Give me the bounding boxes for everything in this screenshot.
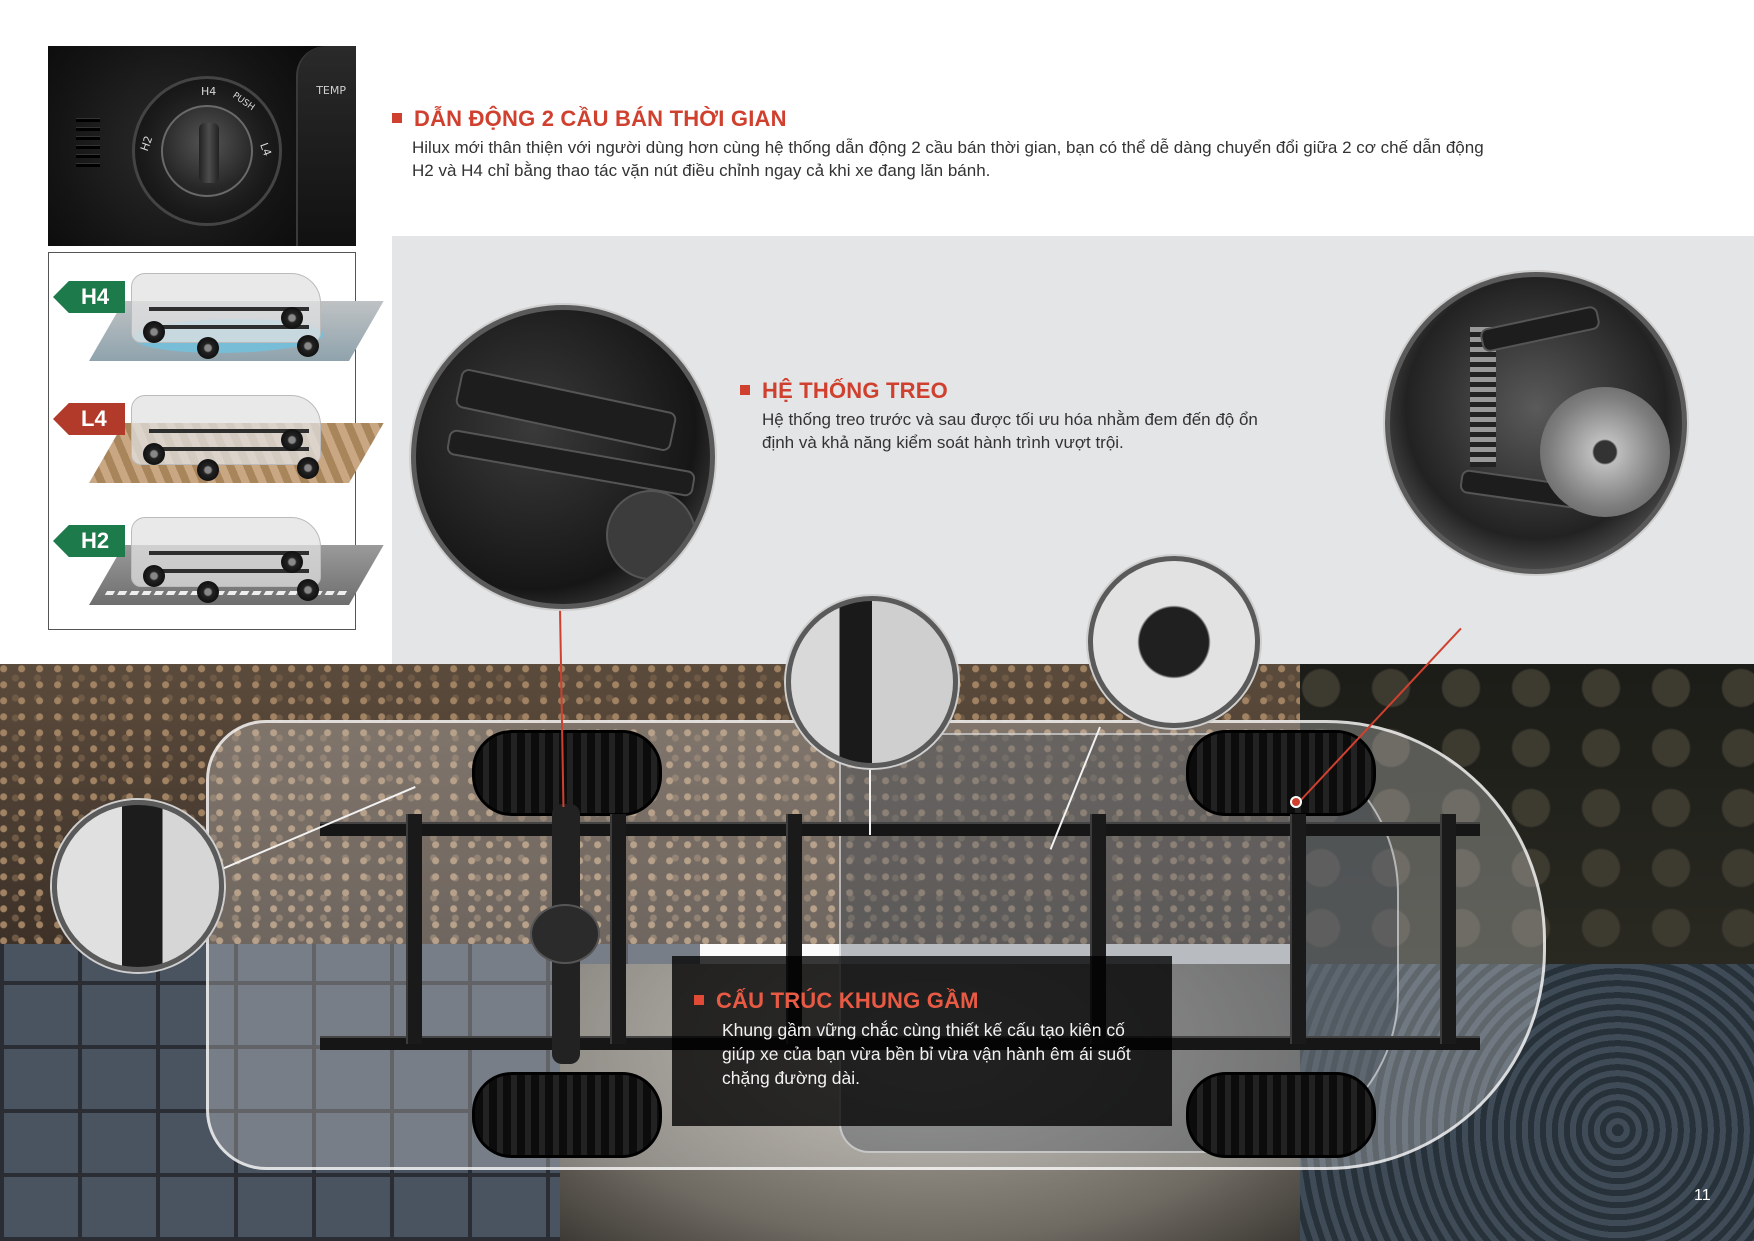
cross-member xyxy=(1440,814,1456,1044)
brake-disc xyxy=(1540,387,1670,517)
mode-tag-h4: H4 xyxy=(53,281,125,313)
rear-suspension-detail xyxy=(411,305,715,609)
chassis-illustration xyxy=(149,307,309,329)
frame-section-title: CẤU TRÚC KHUNG GẦM xyxy=(694,988,979,1014)
rear-right-tire xyxy=(472,1072,662,1158)
cross-member xyxy=(1290,814,1306,1044)
front-frame-detail xyxy=(1088,556,1260,728)
wheel-icon xyxy=(143,565,165,587)
chassis-illustration xyxy=(149,429,309,451)
suspension-section-description: Hệ thống treo trước và sau được tối ưu h… xyxy=(762,410,1258,452)
drive-mode-h2: H2 xyxy=(49,501,384,611)
rear-left-tire xyxy=(472,730,662,816)
vent-grille xyxy=(76,118,100,172)
suspension-section-title: HỆ THỐNG TREO xyxy=(740,378,948,404)
page-number: 11 xyxy=(1694,1187,1711,1204)
wheel-icon xyxy=(197,337,219,359)
mode-tag-l4: L4 xyxy=(53,403,125,435)
rear-frame-detail xyxy=(52,800,224,972)
wheel-icon xyxy=(297,335,319,357)
wheel-icon xyxy=(297,457,319,479)
wheel-icon xyxy=(281,307,303,329)
hotspot-front-suspension xyxy=(1290,796,1302,808)
dial-ring: H4 H2 PUSH L4 xyxy=(132,76,282,226)
drive-section-description: Hilux mới thân thiện với người dùng hơn … xyxy=(412,138,1484,180)
chassis-illustration xyxy=(149,551,309,573)
frame-rail-top xyxy=(320,822,1480,836)
dial-label-l4: L4 xyxy=(257,141,274,158)
cross-member xyxy=(406,814,422,1044)
front-suspension-detail xyxy=(1385,272,1687,574)
frame-section-description: Khung gầm vững chắc cùng thiết kế cấu tạ… xyxy=(722,1020,1131,1088)
wheel-icon xyxy=(197,581,219,603)
drive-mode-l4: L4 xyxy=(49,379,384,489)
wheel-icon xyxy=(281,551,303,573)
temp-label: TEMP xyxy=(316,84,346,97)
upper-control-arm xyxy=(1478,304,1602,354)
rear-wheel xyxy=(606,490,696,580)
wheel-icon xyxy=(297,579,319,601)
wheel-icon xyxy=(143,321,165,343)
dial-knob xyxy=(199,123,219,183)
cross-member xyxy=(610,814,626,1044)
drive-mode-h4: H4 xyxy=(49,257,384,367)
dash-panel xyxy=(296,46,356,246)
rear-differential xyxy=(530,904,600,964)
dial-label-h4: H4 xyxy=(201,85,217,98)
wheel-icon xyxy=(143,443,165,465)
mode-tag-h2: H2 xyxy=(53,525,125,557)
dial-label-push: PUSH xyxy=(230,90,257,114)
frame-description-box xyxy=(672,956,1172,1126)
dial-knob-base xyxy=(161,105,253,197)
4wd-dial-photo: H4 H2 PUSH L4 TEMP xyxy=(48,46,356,246)
wheel-icon xyxy=(281,429,303,451)
wheel-icon xyxy=(197,459,219,481)
chassis-scene xyxy=(0,664,1754,1241)
mid-frame-detail xyxy=(786,596,958,768)
leader-line-mid-frame xyxy=(869,769,871,835)
drive-mode-panel: H4 L4 H2 xyxy=(48,252,384,630)
dial-label-h2: H2 xyxy=(137,134,156,153)
front-left-tire xyxy=(1186,730,1376,816)
drive-section-title: DẪN ĐỘNG 2 CẦU BÁN THỜI GIAN xyxy=(392,106,787,132)
front-right-tire xyxy=(1186,1072,1376,1158)
